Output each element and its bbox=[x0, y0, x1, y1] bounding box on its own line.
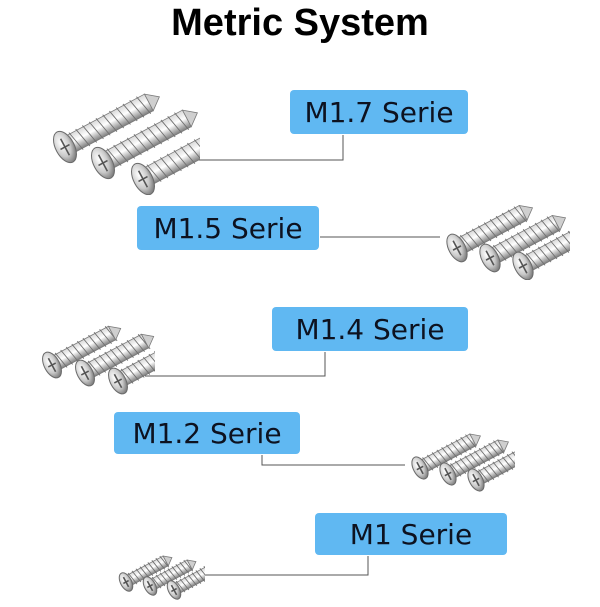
screw-icon bbox=[75, 333, 155, 387]
screw-icon bbox=[131, 125, 200, 195]
label-m12: M1.2 Serie bbox=[114, 412, 300, 454]
screws-m17 bbox=[53, 93, 200, 195]
leader-line-m14 bbox=[145, 352, 326, 377]
screw-icon bbox=[166, 563, 205, 600]
screw-icon bbox=[91, 109, 198, 180]
screw-icon bbox=[53, 93, 160, 164]
label-m15: M1.5 Serie bbox=[137, 206, 319, 250]
label-m17: M1.7 Serie bbox=[290, 90, 468, 134]
page-title: Metric System bbox=[171, 2, 429, 44]
leader-line-m12 bbox=[261, 455, 405, 466]
screws-m1 bbox=[118, 555, 205, 600]
leader-line-m1 bbox=[200, 556, 369, 576]
screw-icon bbox=[446, 204, 534, 263]
screw-icon bbox=[512, 222, 570, 280]
screw-icon bbox=[118, 555, 173, 592]
screws-m14 bbox=[42, 325, 155, 395]
leader-line-m17 bbox=[170, 135, 344, 161]
screw-icon bbox=[439, 439, 509, 486]
screws-m15 bbox=[446, 204, 570, 280]
screw-icon bbox=[42, 325, 122, 379]
screws-m12 bbox=[411, 433, 515, 492]
screw-icon bbox=[411, 433, 481, 480]
screw-icon bbox=[479, 214, 567, 273]
screw-icon bbox=[108, 341, 155, 395]
screw-icon bbox=[142, 559, 197, 596]
label-m14: M1.4 Serie bbox=[272, 307, 468, 351]
label-m1: M1 Serie bbox=[315, 513, 507, 555]
screw-icon bbox=[467, 445, 515, 492]
